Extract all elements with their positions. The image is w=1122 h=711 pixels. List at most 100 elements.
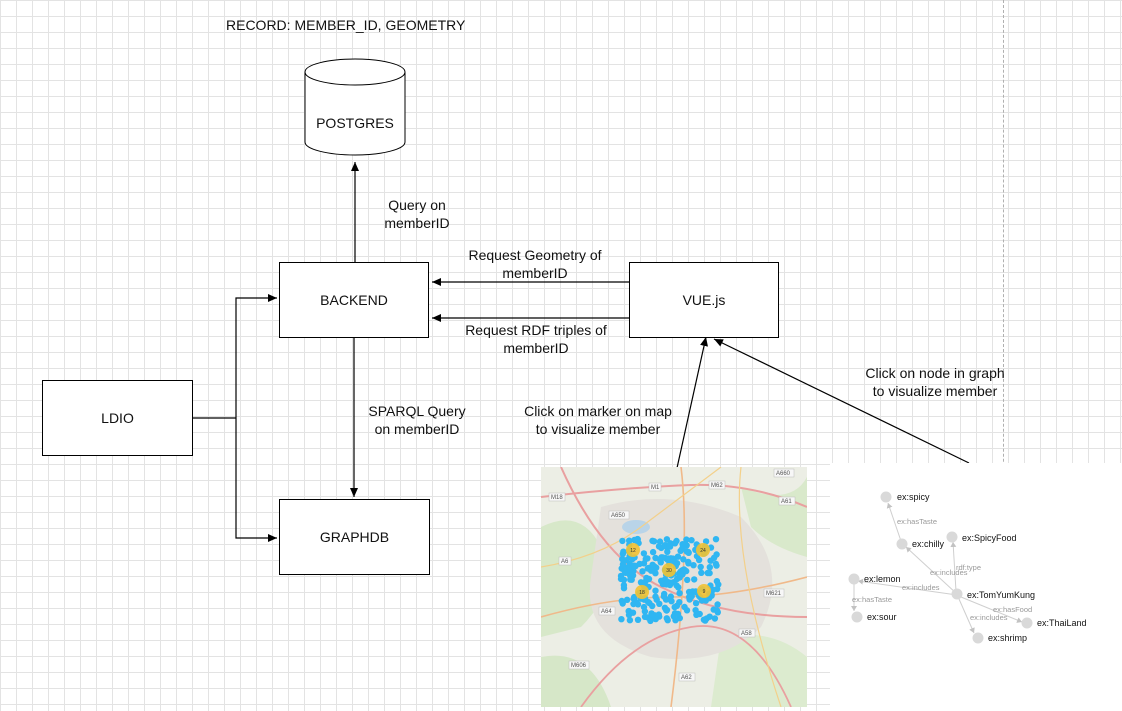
map-marker[interactable]	[671, 540, 679, 547]
map-marker[interactable]	[664, 617, 671, 624]
map-marker[interactable]	[714, 601, 721, 608]
map-marker[interactable]	[685, 560, 692, 567]
vue-node[interactable]: VUE.js	[629, 262, 779, 338]
map-marker[interactable]	[664, 548, 671, 555]
map-marker[interactable]	[650, 538, 658, 545]
graph-node[interactable]	[851, 611, 863, 623]
map-marker[interactable]	[681, 568, 688, 575]
map-marker[interactable]	[656, 538, 664, 545]
map-marker[interactable]	[652, 587, 659, 594]
graph-node[interactable]	[951, 588, 963, 600]
map-marker[interactable]	[668, 598, 675, 605]
map-marker[interactable]	[688, 592, 695, 600]
map-marker[interactable]	[652, 593, 659, 600]
graph-node[interactable]	[848, 573, 860, 585]
map-marker[interactable]	[669, 555, 677, 562]
map-marker[interactable]	[623, 596, 631, 603]
map-marker[interactable]	[649, 602, 656, 610]
ldio-node[interactable]: LDIO	[42, 380, 193, 456]
map-marker[interactable]	[710, 554, 718, 561]
map-marker[interactable]	[662, 580, 669, 588]
graphdb-node[interactable]: GRAPHDB	[279, 499, 430, 575]
map-marker[interactable]	[673, 560, 681, 567]
map-marker[interactable]	[692, 600, 700, 607]
map-marker[interactable]	[641, 613, 649, 620]
map-marker[interactable]	[634, 616, 642, 623]
map-marker[interactable]	[656, 556, 663, 563]
map-marker[interactable]	[700, 616, 708, 623]
map-marker[interactable]	[634, 601, 642, 608]
graph-node[interactable]	[880, 491, 892, 503]
graph-node[interactable]	[1021, 617, 1033, 629]
map-marker[interactable]	[618, 616, 625, 623]
map-marker[interactable]	[674, 553, 682, 560]
map-marker[interactable]	[690, 562, 697, 569]
map-marker[interactable]	[702, 538, 710, 545]
map-marker[interactable]	[683, 536, 690, 543]
map-marker[interactable]	[649, 561, 656, 568]
map-cluster-marker[interactable]	[662, 563, 676, 577]
map-marker[interactable]	[712, 536, 720, 543]
map-marker[interactable]	[675, 584, 682, 591]
graph-node[interactable]	[972, 632, 984, 644]
map-marker[interactable]	[666, 543, 674, 550]
postgres-node[interactable]: POSTGRES	[304, 58, 406, 156]
map-marker[interactable]	[711, 615, 719, 622]
map-marker[interactable]	[714, 585, 721, 593]
map-marker[interactable]	[706, 564, 713, 571]
map-marker[interactable]	[647, 617, 654, 625]
map-marker[interactable]	[676, 590, 683, 597]
map-marker[interactable]	[652, 615, 659, 623]
map-marker[interactable]	[655, 611, 662, 618]
map-marker[interactable]	[619, 600, 626, 607]
map-marker[interactable]	[629, 609, 637, 616]
map-marker[interactable]	[631, 536, 638, 544]
map-marker[interactable]	[706, 613, 713, 620]
map-marker[interactable]	[619, 550, 626, 558]
map-marker[interactable]	[649, 548, 657, 556]
map-marker[interactable]	[678, 545, 686, 552]
map-marker[interactable]	[623, 556, 630, 564]
map-marker[interactable]	[655, 543, 663, 550]
map-marker[interactable]	[670, 613, 677, 620]
backend-node[interactable]: BACKEND	[279, 262, 429, 338]
map-marker[interactable]	[620, 582, 628, 589]
map-marker[interactable]	[681, 603, 688, 611]
map-marker[interactable]	[714, 609, 721, 616]
map-marker[interactable]	[627, 576, 634, 583]
map-marker[interactable]	[713, 578, 721, 585]
map-marker[interactable]	[680, 556, 687, 563]
map-marker[interactable]	[640, 603, 648, 611]
map-cluster-marker[interactable]	[626, 543, 640, 557]
map-marker[interactable]	[620, 576, 628, 583]
map-marker[interactable]	[712, 560, 720, 568]
map-marker[interactable]	[656, 600, 663, 607]
map-cluster-marker[interactable]	[696, 543, 710, 557]
map-marker[interactable]	[688, 537, 695, 544]
map-marker[interactable]	[619, 537, 626, 545]
map-marker[interactable]	[660, 593, 668, 600]
map-marker[interactable]	[630, 562, 638, 569]
map-marker[interactable]	[704, 569, 711, 577]
map-marker[interactable]	[663, 606, 671, 614]
graph-node[interactable]	[896, 538, 908, 550]
map-marker[interactable]	[661, 542, 669, 550]
map-marker[interactable]	[642, 555, 649, 563]
map-marker[interactable]	[692, 607, 699, 614]
map-marker[interactable]	[684, 576, 691, 584]
map-marker[interactable]	[649, 611, 656, 618]
map-marker[interactable]	[698, 597, 706, 604]
map-marker[interactable]	[697, 563, 704, 571]
map-marker[interactable]	[626, 617, 634, 624]
map-marker[interactable]	[663, 536, 671, 543]
map-cluster-marker[interactable]	[697, 584, 711, 598]
graph-node[interactable]	[946, 531, 958, 543]
map-cluster-marker[interactable]	[635, 585, 649, 599]
map-marker[interactable]	[639, 568, 646, 575]
map-marker[interactable]	[691, 576, 698, 583]
map-marker[interactable]	[685, 549, 692, 556]
map-marker[interactable]	[673, 602, 681, 609]
map-marker[interactable]	[631, 593, 638, 601]
